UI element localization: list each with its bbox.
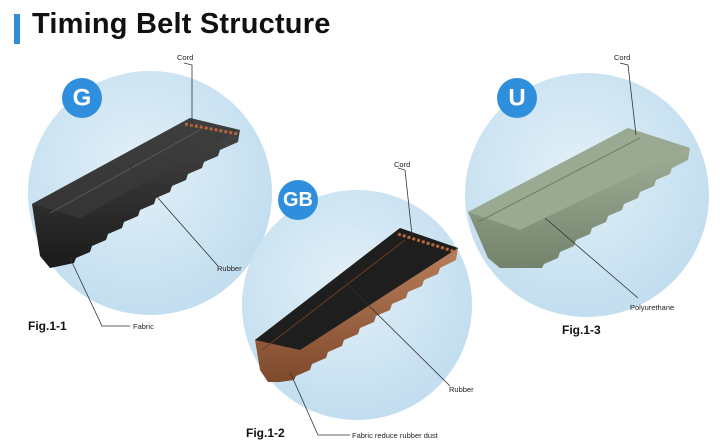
figure-label-gb: Fig.1-2 (246, 426, 285, 440)
badge-gb-circle (278, 180, 318, 220)
figure-label-u: Fig.1-3 (562, 323, 601, 337)
badge-u: U (508, 85, 525, 112)
leader-rubber-gb (344, 281, 451, 387)
title-accent-bar (14, 14, 20, 44)
label-cord-u: Cord (614, 53, 630, 62)
panel-gb: GB Cord Rubber Fabric reduce rubber dust… (242, 160, 474, 440)
label-fabric-g: Fabric (133, 322, 154, 331)
leader-cord-u (619, 62, 637, 136)
leader-polyurethane-u (544, 217, 639, 299)
leader-rubber-g (127, 163, 219, 267)
leader-fabric-g (69, 257, 130, 327)
belt-u (468, 128, 690, 268)
figure-label-g: Fig.1-1 (28, 319, 67, 333)
label-rubber-g: Rubber (217, 264, 242, 273)
badge-gb: GB (283, 189, 313, 211)
leader-cord-gb (397, 167, 413, 236)
page-title: Timing Belt Structure (32, 8, 331, 40)
panel-u: U Cord Polyurethane Fig.1-3 (465, 53, 709, 337)
label-fabric-gb: Fabric reduce rubber dust (352, 431, 439, 440)
badge-u-circle (497, 78, 537, 118)
label-polyurethane-u: Polyurethane (630, 303, 674, 312)
belt-g (32, 118, 240, 268)
label-rubber-gb: Rubber (449, 385, 474, 394)
leader-fabric-gb (289, 371, 350, 436)
leader-cord-g (183, 62, 193, 125)
panel-g: G Cord Rubber Fabric Fig.1-1 (28, 53, 272, 333)
label-cord-g: Cord (177, 53, 193, 62)
badge-g: G (73, 85, 92, 112)
badge-g-circle (62, 78, 102, 118)
belt-gb (255, 228, 458, 382)
label-cord-gb: Cord (394, 160, 410, 169)
